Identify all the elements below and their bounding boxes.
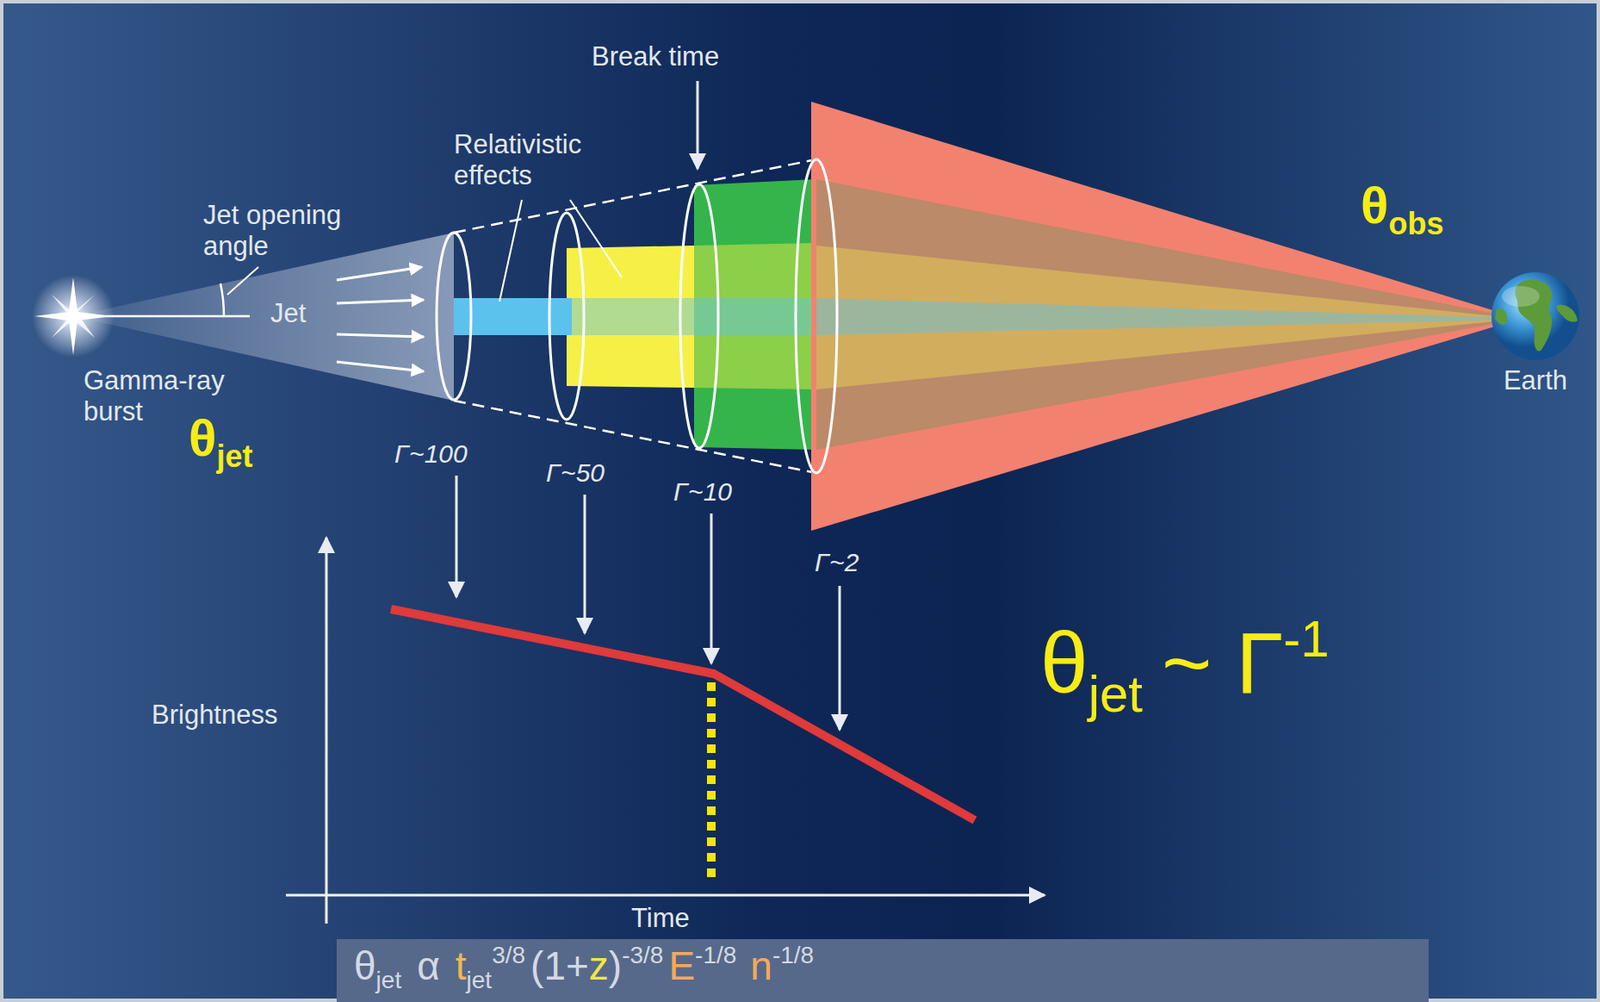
band-yellow [816, 245, 1521, 390]
leader-line [227, 266, 259, 295]
earth-shine [1501, 285, 1540, 307]
formula-term: ) [608, 942, 622, 988]
x-axis [285, 893, 1045, 897]
annotation-group: Jet [270, 297, 306, 329]
formula-term: t [455, 942, 467, 988]
lorentz-factor: Γ~100 [394, 439, 468, 468]
annotation-group: Gamma-ray burst [83, 365, 252, 427]
annotation: Break time [591, 41, 720, 72]
axis-title: Brightness [151, 699, 278, 730]
lorentz-factor: Γ~2 [814, 547, 859, 577]
flow-arrow [336, 361, 424, 372]
flow-arrow [336, 299, 424, 304]
relation: -1 [1283, 609, 1329, 668]
shell-ellipse [680, 184, 719, 448]
annotation-group: Break time [591, 41, 720, 73]
lorentz-factor-group: Γ~2 [814, 547, 859, 578]
angle-symbol: obs [1388, 205, 1444, 242]
lorentz-factor-group: Γ~100 [394, 439, 468, 470]
earth-land [1494, 279, 1578, 352]
band-green [816, 179, 1521, 450]
formula-term: 3/8 [491, 941, 526, 968]
observer-cone [811, 101, 1521, 531]
formula-term: jet [376, 966, 403, 993]
axis-title: Time [631, 902, 690, 933]
axis-title-group: Time [631, 902, 690, 934]
formula-term: (1+ [530, 942, 590, 988]
formula-term: α [416, 942, 441, 988]
lorentz-factor-group: Γ~10 [673, 477, 732, 508]
leader-line [499, 199, 522, 302]
angle-symbol-group: θobs [1360, 175, 1444, 236]
flow-arrow [336, 334, 424, 337]
formula-term: E [668, 942, 695, 988]
band-blue [816, 297, 1521, 335]
earth-land [1494, 308, 1507, 325]
formula-term: n [750, 942, 773, 988]
beam-blue-faded [571, 297, 817, 335]
place-name: Earth [1503, 365, 1568, 397]
axis-title-group: Brightness [151, 699, 278, 731]
formula-term: -1/8 [694, 941, 737, 968]
formula-term: jet [466, 966, 493, 993]
angle-symbol: jet [216, 438, 253, 474]
pointer-arrow [455, 475, 459, 597]
earth-globe-shape [1489, 270, 1582, 362]
formula-term: -1/8 [772, 941, 814, 968]
pointer-arrow [710, 513, 714, 664]
annotation: Jet [270, 297, 306, 329]
formula-term: θ [353, 942, 377, 988]
flow-arrow [336, 266, 422, 280]
shell-ellipse [436, 232, 472, 400]
shell-ellipse [549, 212, 584, 420]
annotation-group: Relativistic effects [453, 129, 631, 191]
leader-line [570, 199, 622, 278]
angle-symbol: θ [188, 409, 217, 467]
annotation-group: Jet opening angle [203, 199, 380, 261]
pointer-arrow [696, 80, 700, 169]
relation: jet [1088, 664, 1143, 723]
lorentz-factor: Γ~10 [673, 477, 732, 506]
relation: θ [1040, 613, 1089, 711]
earth-ocean [1491, 272, 1580, 360]
formula-term: z [589, 942, 609, 988]
annotation: Relativistic effects [453, 129, 582, 191]
pointer-arrow [838, 585, 842, 730]
pointer-arrow [583, 494, 587, 633]
formula-box: θjetαtjet3/8(1+z)-3/8E-1/8n-1/8 [336, 938, 1429, 1002]
relation: ~ Γ [1161, 613, 1284, 711]
break-marker [706, 682, 716, 883]
angle-symbol: θ [1360, 176, 1389, 235]
shell-ellipse [795, 159, 838, 473]
formula-term: -3/8 [621, 941, 664, 968]
annotation: Jet opening angle [203, 199, 342, 261]
light-curve [390, 608, 975, 820]
lorentz-factor-group: Γ~50 [545, 458, 605, 489]
lorentz-factor: Γ~50 [545, 458, 605, 487]
y-axis [325, 537, 329, 924]
angle-arc [220, 283, 224, 317]
angle-symbol-group: θjet [188, 408, 253, 468]
relation-group: θjet~ Γ-1 [1040, 613, 1330, 713]
earth-land [1556, 304, 1578, 323]
earth-globe: Earth [1485, 270, 1586, 397]
formula-line: θjetαtjet3/8(1+z)-3/8E-1/8n-1/8 [353, 945, 814, 992]
